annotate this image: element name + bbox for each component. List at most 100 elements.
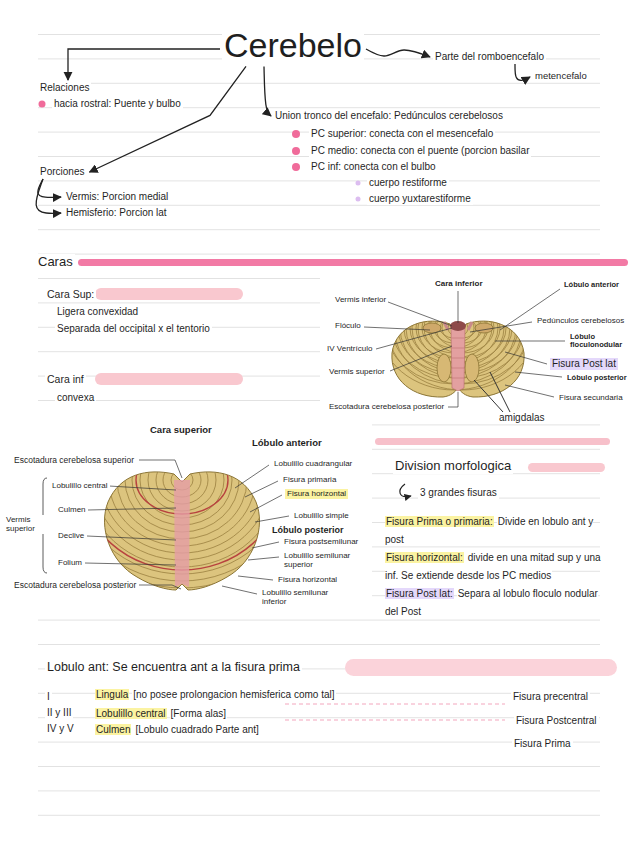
- figure-label: Escotadura cerebelosa posterior: [12, 580, 138, 590]
- mindmap-arrow: [36, 179, 61, 213]
- node-text: Hemisferio: Porcion lat: [66, 207, 167, 219]
- cerebellum-inferior-view: [452, 348, 464, 349]
- mindmap-arrow: [264, 66, 271, 116]
- note-text: II y III: [45, 707, 73, 719]
- section-heading: Cara inf: [45, 373, 86, 386]
- node-text: Parte del romboencefalo: [435, 51, 544, 63]
- cerebellum-inferior-view: [452, 368, 464, 369]
- leader-line: [376, 328, 452, 349]
- cerebellum-inferior-view: [388, 266, 536, 390]
- note-text: I: [45, 691, 52, 703]
- figure-label: Fisura secundaria: [557, 393, 625, 403]
- leader-line: [88, 508, 176, 510]
- note-text: Fisura Prima o primaria:: [385, 516, 494, 527]
- mindmap-arrow: [366, 49, 430, 57]
- figure-label: Lóbulo anterior: [562, 280, 621, 289]
- figure-label: Vermis superior: [4, 515, 44, 533]
- note-text: Fisura precentral: [511, 691, 590, 703]
- paragraph: Lobulillo central[Forma alas]: [95, 707, 495, 720]
- dashed-guide: [285, 720, 505, 721]
- figure-label: Fisura Post lat: [550, 358, 618, 370]
- cerebellum-superior-view: [105, 472, 260, 590]
- leader-line: [490, 372, 510, 412]
- cerebellum-inferior-view: [452, 338, 464, 378]
- figure-label: Lobulillo semilunar inferior: [260, 588, 344, 606]
- note-text: Culmen: [95, 724, 131, 735]
- figure-label: Fisura horizontal: [276, 575, 339, 585]
- mindmap-node: Hemisferio: Porcion lat: [64, 207, 169, 219]
- highlight-bar: [78, 259, 628, 266]
- leader-line: [474, 380, 503, 412]
- figure-label: Culmen: [56, 505, 88, 515]
- note-text: Lingula: [95, 689, 129, 700]
- section-heading: Division morfologica: [393, 458, 513, 474]
- cerebellum-inferior-view: [380, 266, 536, 397]
- leader-line: [388, 302, 452, 326]
- dashed-guide: [285, 704, 505, 720]
- highlight-bar: [345, 659, 617, 676]
- note-text: cuerpo restiforme: [367, 177, 449, 189]
- bullet-dot: [356, 181, 361, 186]
- cerebellum-inferior-view: [380, 266, 536, 390]
- section-heading: Lobulo ant: Se encuentra ant a la fisura…: [45, 660, 302, 675]
- bullet-dot: [292, 163, 300, 171]
- note-text: convexa: [55, 392, 96, 404]
- leader-line: [109, 486, 176, 490]
- note-text: Fisura Prima: [512, 738, 573, 750]
- highlight-bar: [95, 373, 243, 385]
- note-text: IV y V: [45, 723, 76, 735]
- figure-label: Fisura postsemilunar: [282, 537, 360, 547]
- note-text: [Forma alas]: [170, 708, 228, 719]
- cerebellum-inferior-view: [392, 321, 524, 397]
- figure-label: Fisura horizontal: [285, 489, 348, 499]
- cerebellum-superior-view: [55, 365, 309, 595]
- leader-line: [255, 516, 289, 522]
- note-text: Lobulillo central: [95, 708, 167, 719]
- note-text: [no posee prolongacion hemisferica como …: [132, 689, 335, 700]
- mindmap-node: Relaciones: [38, 82, 91, 94]
- figure-label: Lobulillo cuadrangular: [272, 459, 354, 469]
- bullet-dot: [292, 147, 300, 155]
- node-text: Cerebelo: [224, 25, 362, 66]
- note-text: hacia rostral: Puente y bulbo: [52, 98, 183, 110]
- figure-label: Flóculo: [333, 321, 363, 331]
- figure-label: Lóbulo anterior: [250, 437, 324, 448]
- figure-label: Escotadura cerebelosa superior: [12, 455, 136, 465]
- bullet-dot: [39, 101, 46, 108]
- mindmap-arrow: [515, 64, 530, 80]
- leader-line: [505, 385, 554, 397]
- leader-line: [248, 557, 279, 560]
- cerebellum-inferior-view: [451, 328, 465, 391]
- figure-label: Lobulillo simple: [292, 511, 351, 521]
- figure-label: Escotadura cerebelosa posterior: [327, 402, 446, 412]
- figure-ground: [320, 276, 633, 420]
- cerebellum-inferior-view: [437, 354, 451, 382]
- highlight-bar: [528, 463, 605, 472]
- note-text: Fisura Post lat:: [385, 588, 454, 599]
- figure-label: Folium: [56, 558, 84, 568]
- highlight-bar: [375, 438, 610, 445]
- leader-line: [238, 576, 273, 580]
- mindmap-node: Parte del romboencefalo: [433, 51, 546, 63]
- cerebellum-superior-view: [174, 480, 190, 587]
- dashed-guide: [285, 704, 505, 705]
- figure-label: Lóbulo floculonodular: [568, 333, 632, 350]
- note-text: Fisura Postcentral: [514, 715, 599, 727]
- mindmap-node: metencefalo: [533, 70, 589, 81]
- cerebellum-inferior-view: [452, 338, 464, 339]
- leader-line: [235, 465, 269, 488]
- cerebellum-inferior-view: [452, 358, 464, 359]
- leader-line: [139, 460, 182, 478]
- leader-line: [495, 341, 565, 342]
- section-heading: Cara Sup:: [45, 288, 96, 301]
- figure-label: Lóbulo posterior: [565, 373, 629, 382]
- cerebellum-inferior-view: [452, 378, 464, 379]
- figure-label: Fisura primaria: [281, 475, 338, 485]
- highlight-bar: [78, 259, 628, 676]
- note-text: Ligera convexidad: [55, 306, 140, 318]
- leader-line: [364, 327, 430, 330]
- paragraph: Lingula[no posee prolongacion hemisferic…: [95, 688, 495, 701]
- node-text: Vermis: Porcion medial: [66, 191, 168, 203]
- paragraph: Fisura Post lat:Separa al lobulo floculo…: [385, 585, 613, 621]
- note-text: Fisura horizontal:: [385, 552, 464, 563]
